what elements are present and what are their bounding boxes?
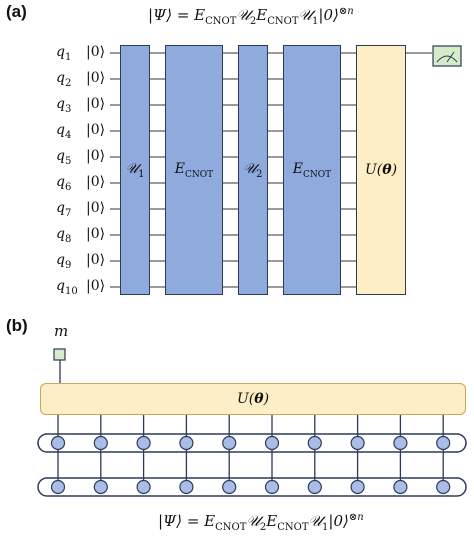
qubit-node (307, 479, 322, 495)
qubit-node (93, 479, 108, 495)
initial-state-ket: |0⟩ (86, 122, 106, 138)
qubit-label-q4: q4 (56, 122, 72, 141)
qubit-label-q5: q5 (56, 148, 72, 167)
qubit-node (393, 435, 408, 451)
gate-ecnot-2: ECNOT (283, 45, 341, 295)
qubit-label-q7: q7 (56, 200, 72, 219)
panel-b-lattice (37, 348, 467, 497)
qubit-node (436, 479, 451, 495)
qubit-node (393, 479, 408, 495)
qubit-node (136, 435, 151, 451)
initial-state-ket: |0⟩ (86, 148, 106, 164)
entangling-ring-row-2 (37, 477, 467, 497)
qubit-node (50, 435, 66, 451)
qubit-node (222, 435, 237, 451)
qubit-node (436, 435, 451, 451)
panel-b-label: (b) (6, 316, 28, 335)
qubit-label-q10: q10 (56, 278, 78, 297)
gate-u-theta: U(θ) (356, 45, 406, 295)
qubit-node (50, 479, 66, 495)
initial-state-ket: |0⟩ (86, 226, 106, 242)
qubit-node (136, 479, 151, 495)
gate-u2: 𝒰2 (238, 45, 268, 295)
qubit-label-q8: q8 (56, 226, 72, 245)
qubit-node (264, 479, 280, 495)
initial-state-ket: |0⟩ (86, 200, 106, 216)
qubit-node (222, 479, 237, 495)
measurement-meter-icon (432, 45, 462, 67)
initial-state-ket: |0⟩ (86, 96, 106, 112)
gate-ecnot-1: ECNOT (165, 45, 223, 295)
unitary-band: U(θ) (40, 383, 466, 415)
measure-label: m (54, 322, 69, 340)
qubit-node (179, 479, 194, 495)
qubit-label-q9: q9 (56, 252, 72, 271)
measurement-box-icon (53, 348, 66, 361)
panel-a-label: (a) (6, 2, 27, 21)
qubit-node (350, 479, 365, 495)
entangling-ring-row-1 (37, 433, 467, 453)
gate-u1: 𝒰1 (120, 45, 150, 295)
qubit-label-q2: q2 (56, 70, 72, 89)
initial-state-ket: |0⟩ (86, 278, 106, 294)
qubit-label-q6: q6 (56, 174, 72, 193)
qubit-node (264, 435, 280, 451)
initial-state-ket: |0⟩ (86, 70, 106, 86)
initial-state-ket: |0⟩ (86, 174, 106, 190)
qubit-node (307, 435, 322, 451)
initial-state-ket: |0⟩ (86, 44, 106, 60)
initial-state-ket: |0⟩ (86, 252, 106, 268)
qubit-node (350, 435, 365, 451)
panel-b-state-formula: |Ψ⟩ = ECNOT𝒰2ECNOT𝒰1|0⟩⊗n (158, 512, 364, 533)
qubit-label-q1: q1 (56, 44, 72, 63)
qubit-node (179, 435, 194, 451)
qubit-node (93, 435, 108, 451)
panel-a-state-formula: |Ψ⟩ = ECNOT𝒰2ECNOT𝒰1|0⟩⊗n (148, 6, 354, 27)
qubit-label-q3: q3 (56, 96, 72, 115)
